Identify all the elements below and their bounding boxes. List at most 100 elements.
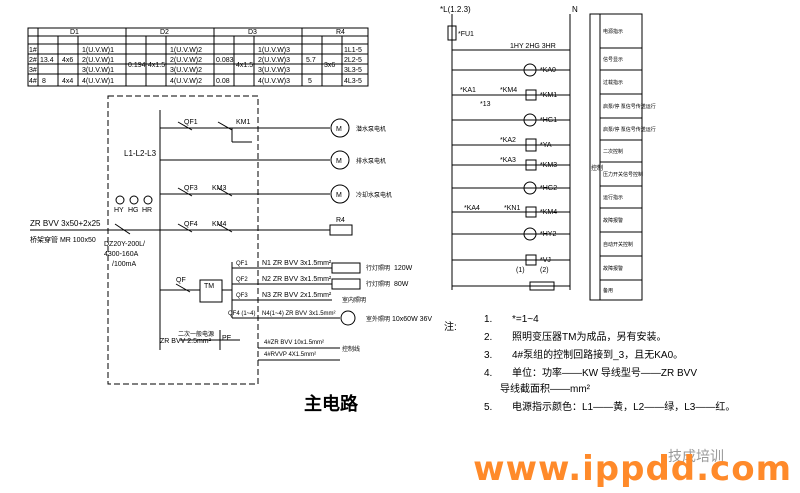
- fn-label: 故障报警: [603, 217, 623, 224]
- lamp-hg2-icon: [523, 181, 537, 195]
- feeder-2-load: M: [336, 158, 342, 165]
- fuse-label: *FU1: [458, 31, 474, 38]
- watermark-site: www.ippdd.com: [473, 449, 792, 489]
- ct-ka2: *KA2: [500, 137, 516, 144]
- motor-3-icon: [330, 184, 350, 204]
- incoming-cable: ZR BVV 3x50+2x25: [30, 219, 101, 228]
- d3-kw4: 0.08: [216, 78, 230, 85]
- bus-label: L1-L2-L3: [124, 149, 157, 158]
- fn-label: 启泵/停 泵信号传送运行: [603, 103, 656, 110]
- light-4-desc: 室外照明: [366, 315, 390, 323]
- feeder-2-desc: 排水泵电机: [356, 157, 386, 165]
- feeder-4-breaker: QF4: [184, 221, 198, 228]
- circled-2: (2): [540, 267, 549, 274]
- note-text: 电源指示颜色：L1——黄，L2——绿，L3——红。: [512, 400, 735, 413]
- transformer-label: TM: [204, 283, 214, 290]
- lamp-load-4-icon: [340, 310, 356, 326]
- r4-kw: 5.7: [306, 57, 316, 64]
- light-3-breaker: QF3: [236, 293, 248, 299]
- el-km4: *KM4: [540, 209, 557, 216]
- light-3-cable: N3 ZR BVV 2x1.5mm²: [262, 292, 332, 299]
- d2-term: 2(U.V.W)2: [170, 57, 202, 64]
- row-kw: 8: [42, 78, 46, 85]
- table-group-d2: D2: [160, 29, 169, 36]
- note-text: 单位：功率——KW 导线型号——ZR BVV: [512, 366, 697, 379]
- light-4-breaker: QF4 (1~4): [228, 311, 256, 317]
- fn-label: 自动开关控制: [603, 241, 633, 248]
- lamp-ka0-icon: [523, 63, 537, 77]
- ct-ka4: *KA4: [464, 205, 480, 212]
- watermark-brand: 技成培训: [668, 449, 724, 465]
- el-km3: *KM3: [540, 162, 557, 169]
- light-1-value: 120W: [394, 265, 413, 272]
- feeder-3-load: M: [336, 192, 342, 199]
- fn-label: 信号显示: [603, 56, 623, 63]
- bottom-cable-desc: 控制线: [342, 345, 360, 353]
- ct-ka1: *KA1: [460, 87, 476, 94]
- d1-term: 1(U.V.W)1: [82, 47, 114, 54]
- fn-label: 启泵/停 泵信号传送运行: [603, 126, 656, 133]
- note-num: 3.: [484, 350, 492, 361]
- lamp-hg-label: HG: [128, 207, 139, 214]
- note-text: 导线截面积——mm²: [500, 382, 591, 395]
- row-kw: 13.4: [40, 57, 54, 64]
- note-text: 照明变压器TM为成品，另有安装。: [512, 330, 666, 343]
- d3-term: 1(U.V.W)3: [258, 47, 290, 54]
- ct-km4: *KM4: [500, 87, 517, 94]
- transformer-tm-icon: [199, 279, 223, 303]
- main-breaker-line3: /100mA: [112, 261, 136, 268]
- el-km1: *KM1: [540, 92, 557, 99]
- main-breaker-line2: 4300-160A: [104, 251, 139, 258]
- pe-label: PE: [222, 335, 232, 342]
- el-hy2: *HY2: [540, 231, 556, 238]
- light-4-value: 10x60W 36V: [392, 316, 432, 323]
- resistor-r4-icon: [329, 224, 353, 236]
- r4-term: 2L2-5: [344, 57, 362, 64]
- ct-num: *13: [480, 101, 491, 108]
- lamp-header: 1HY 2HG 3HR: [510, 43, 556, 50]
- feeder-3-desc: 冷却水泵电机: [356, 191, 392, 199]
- motor-1-icon: [330, 118, 350, 138]
- incoming-conduit: 桥架穿管 MR 100x50: [30, 235, 96, 244]
- d3-term: 3(U.V.W)3: [258, 67, 290, 74]
- fuse-icon: [447, 25, 457, 41]
- ct-ka3: *KA3: [500, 157, 516, 164]
- fn-label: 电源指示: [603, 28, 623, 35]
- table-group-r4: R4: [336, 29, 345, 36]
- feeder-4-load: R4: [336, 217, 345, 224]
- r4-cable: 3x6: [324, 62, 335, 69]
- light-1-breaker: QF1: [236, 261, 248, 267]
- feeder-3-contactor: KM3: [212, 185, 227, 192]
- fn-label: 压力开关信号控制: [603, 171, 643, 178]
- light-3-desc: 室内照明: [342, 296, 366, 304]
- lamp-hy-icon: [115, 195, 125, 205]
- bottom-cable-1: 4#ZR BVV 10x1.5mm²: [264, 340, 324, 346]
- feeder-1-contactor: KM1: [236, 119, 251, 126]
- row-no: 4#: [29, 78, 37, 85]
- feeder-1-load: M: [336, 126, 342, 133]
- neutral-label: N: [572, 5, 578, 14]
- d2-cable: 4x1.5: [148, 62, 165, 69]
- notes-heading: 注:: [444, 320, 457, 333]
- panel-enclosure: [107, 95, 259, 385]
- el-vj: *VJ: [540, 257, 551, 264]
- control-circuit: [447, 13, 643, 301]
- lamp-load-1-icon: [331, 262, 361, 274]
- row-no: 3#: [29, 67, 37, 74]
- feeder-1-desc: 潜水泵电机: [356, 125, 386, 133]
- el-ka0: *KA0: [540, 67, 556, 74]
- note-num: 2.: [484, 332, 492, 343]
- r4-kw4: 5: [308, 78, 312, 85]
- d2-term: 4(U.V.W)2: [170, 78, 202, 85]
- light-2-desc: 行灯照明: [366, 280, 390, 288]
- d2-term: 3(U.V.W)2: [170, 67, 202, 74]
- table-group-d1: D1: [70, 29, 79, 36]
- lamp-hy2-icon: [523, 227, 537, 241]
- feeder-3-breaker: QF3: [184, 185, 198, 192]
- supply-label: *L(1.2.3): [440, 5, 471, 14]
- light-1-desc: 行灯照明: [366, 264, 390, 272]
- note-text: 4#泵组的控制回路接到_3，且无KA0。: [512, 348, 683, 361]
- lamp-hr-label: HR: [142, 207, 152, 214]
- d3-kw: 0.083: [216, 57, 234, 64]
